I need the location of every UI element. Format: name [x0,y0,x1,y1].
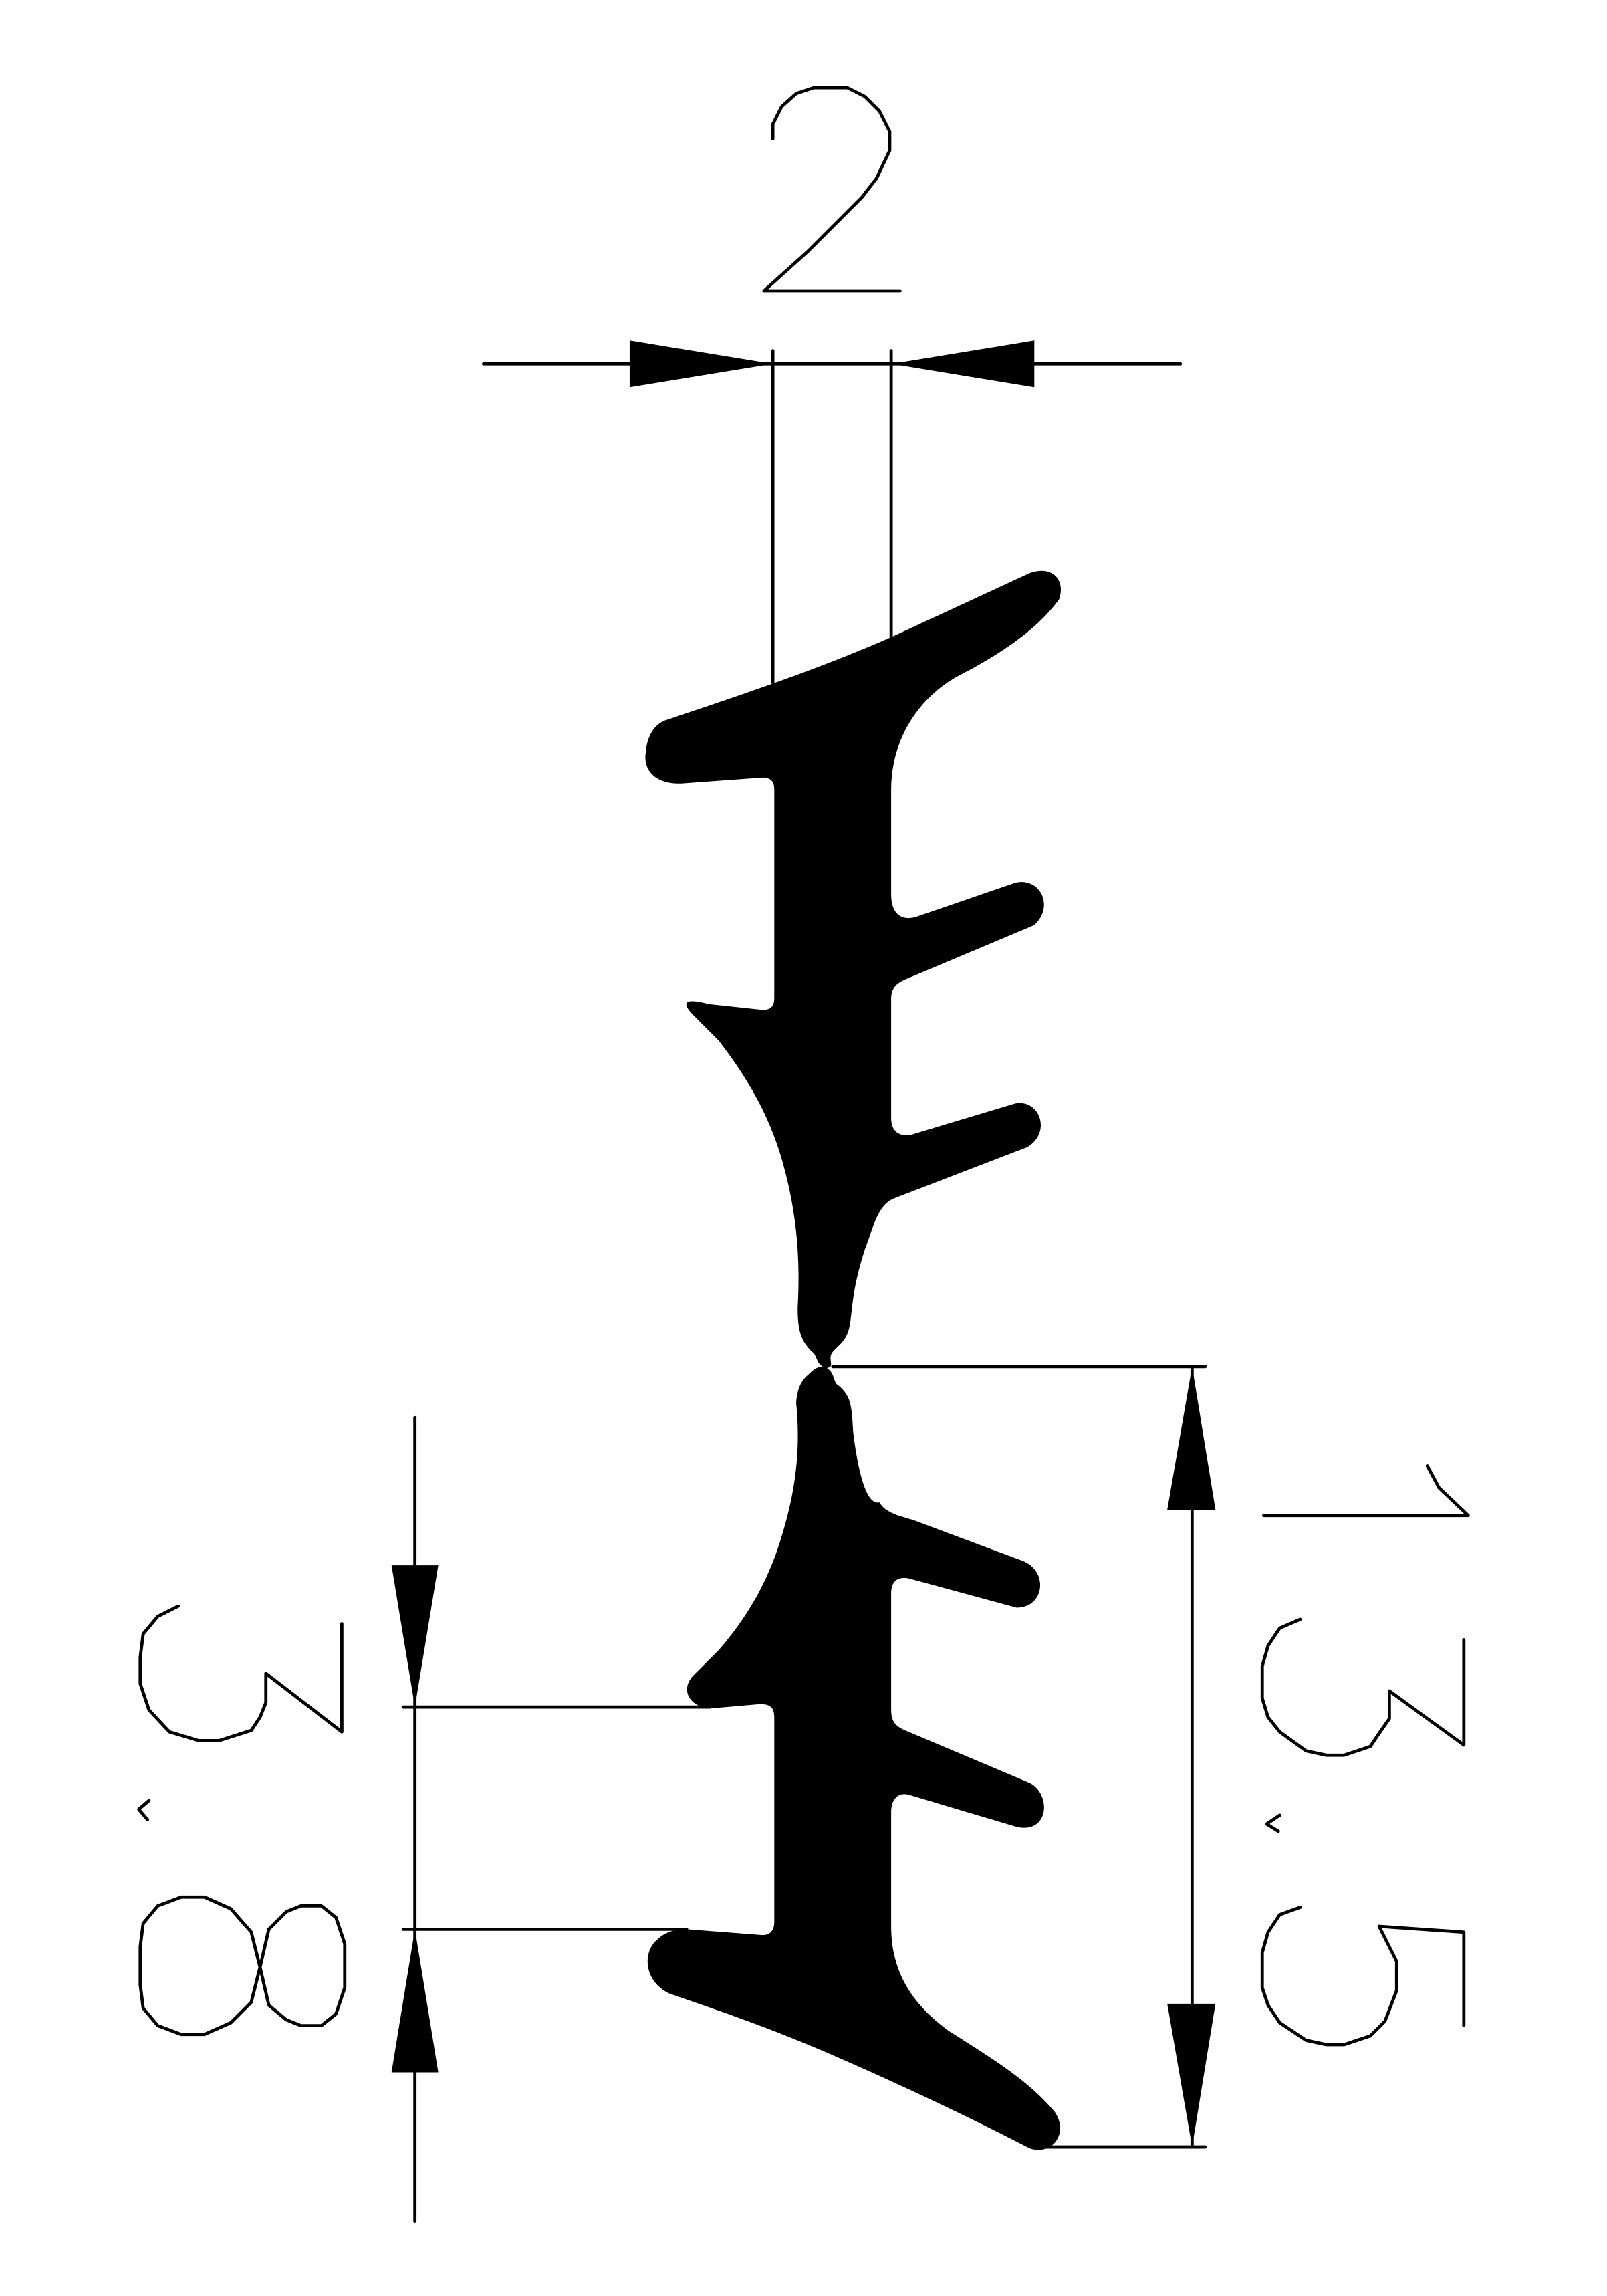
dimension-groove-left [137,1415,712,2223]
arrow-up-icon [1167,1366,1216,1510]
decimal-point-glyph [1265,1813,1281,1833]
profile-lower [647,1366,1060,2150]
digit-2-glyph [762,86,902,293]
digit-1-glyph [1262,1464,1470,1518]
dimension-height-right [831,1365,1470,2149]
arrow-up-icon [391,1929,439,2073]
decimal-point-glyph [137,1799,151,1821]
dimension-width-top [481,86,1183,685]
seal-profile [645,570,1061,2150]
arrow-down-icon [1167,2003,1216,2148]
digit-5-glyph [1260,1906,1466,2047]
arrow-down-icon [391,1565,439,1708]
profile-upper [645,570,1061,1368]
digit-8-glyph-b [258,1904,347,2028]
digit-3-glyph [138,1604,344,1742]
digit-3-glyph [1260,1617,1466,1757]
arrow-right-icon [629,340,773,388]
digit-8-glyph-a [138,1895,262,2037]
arrow-left-icon [891,340,1035,388]
